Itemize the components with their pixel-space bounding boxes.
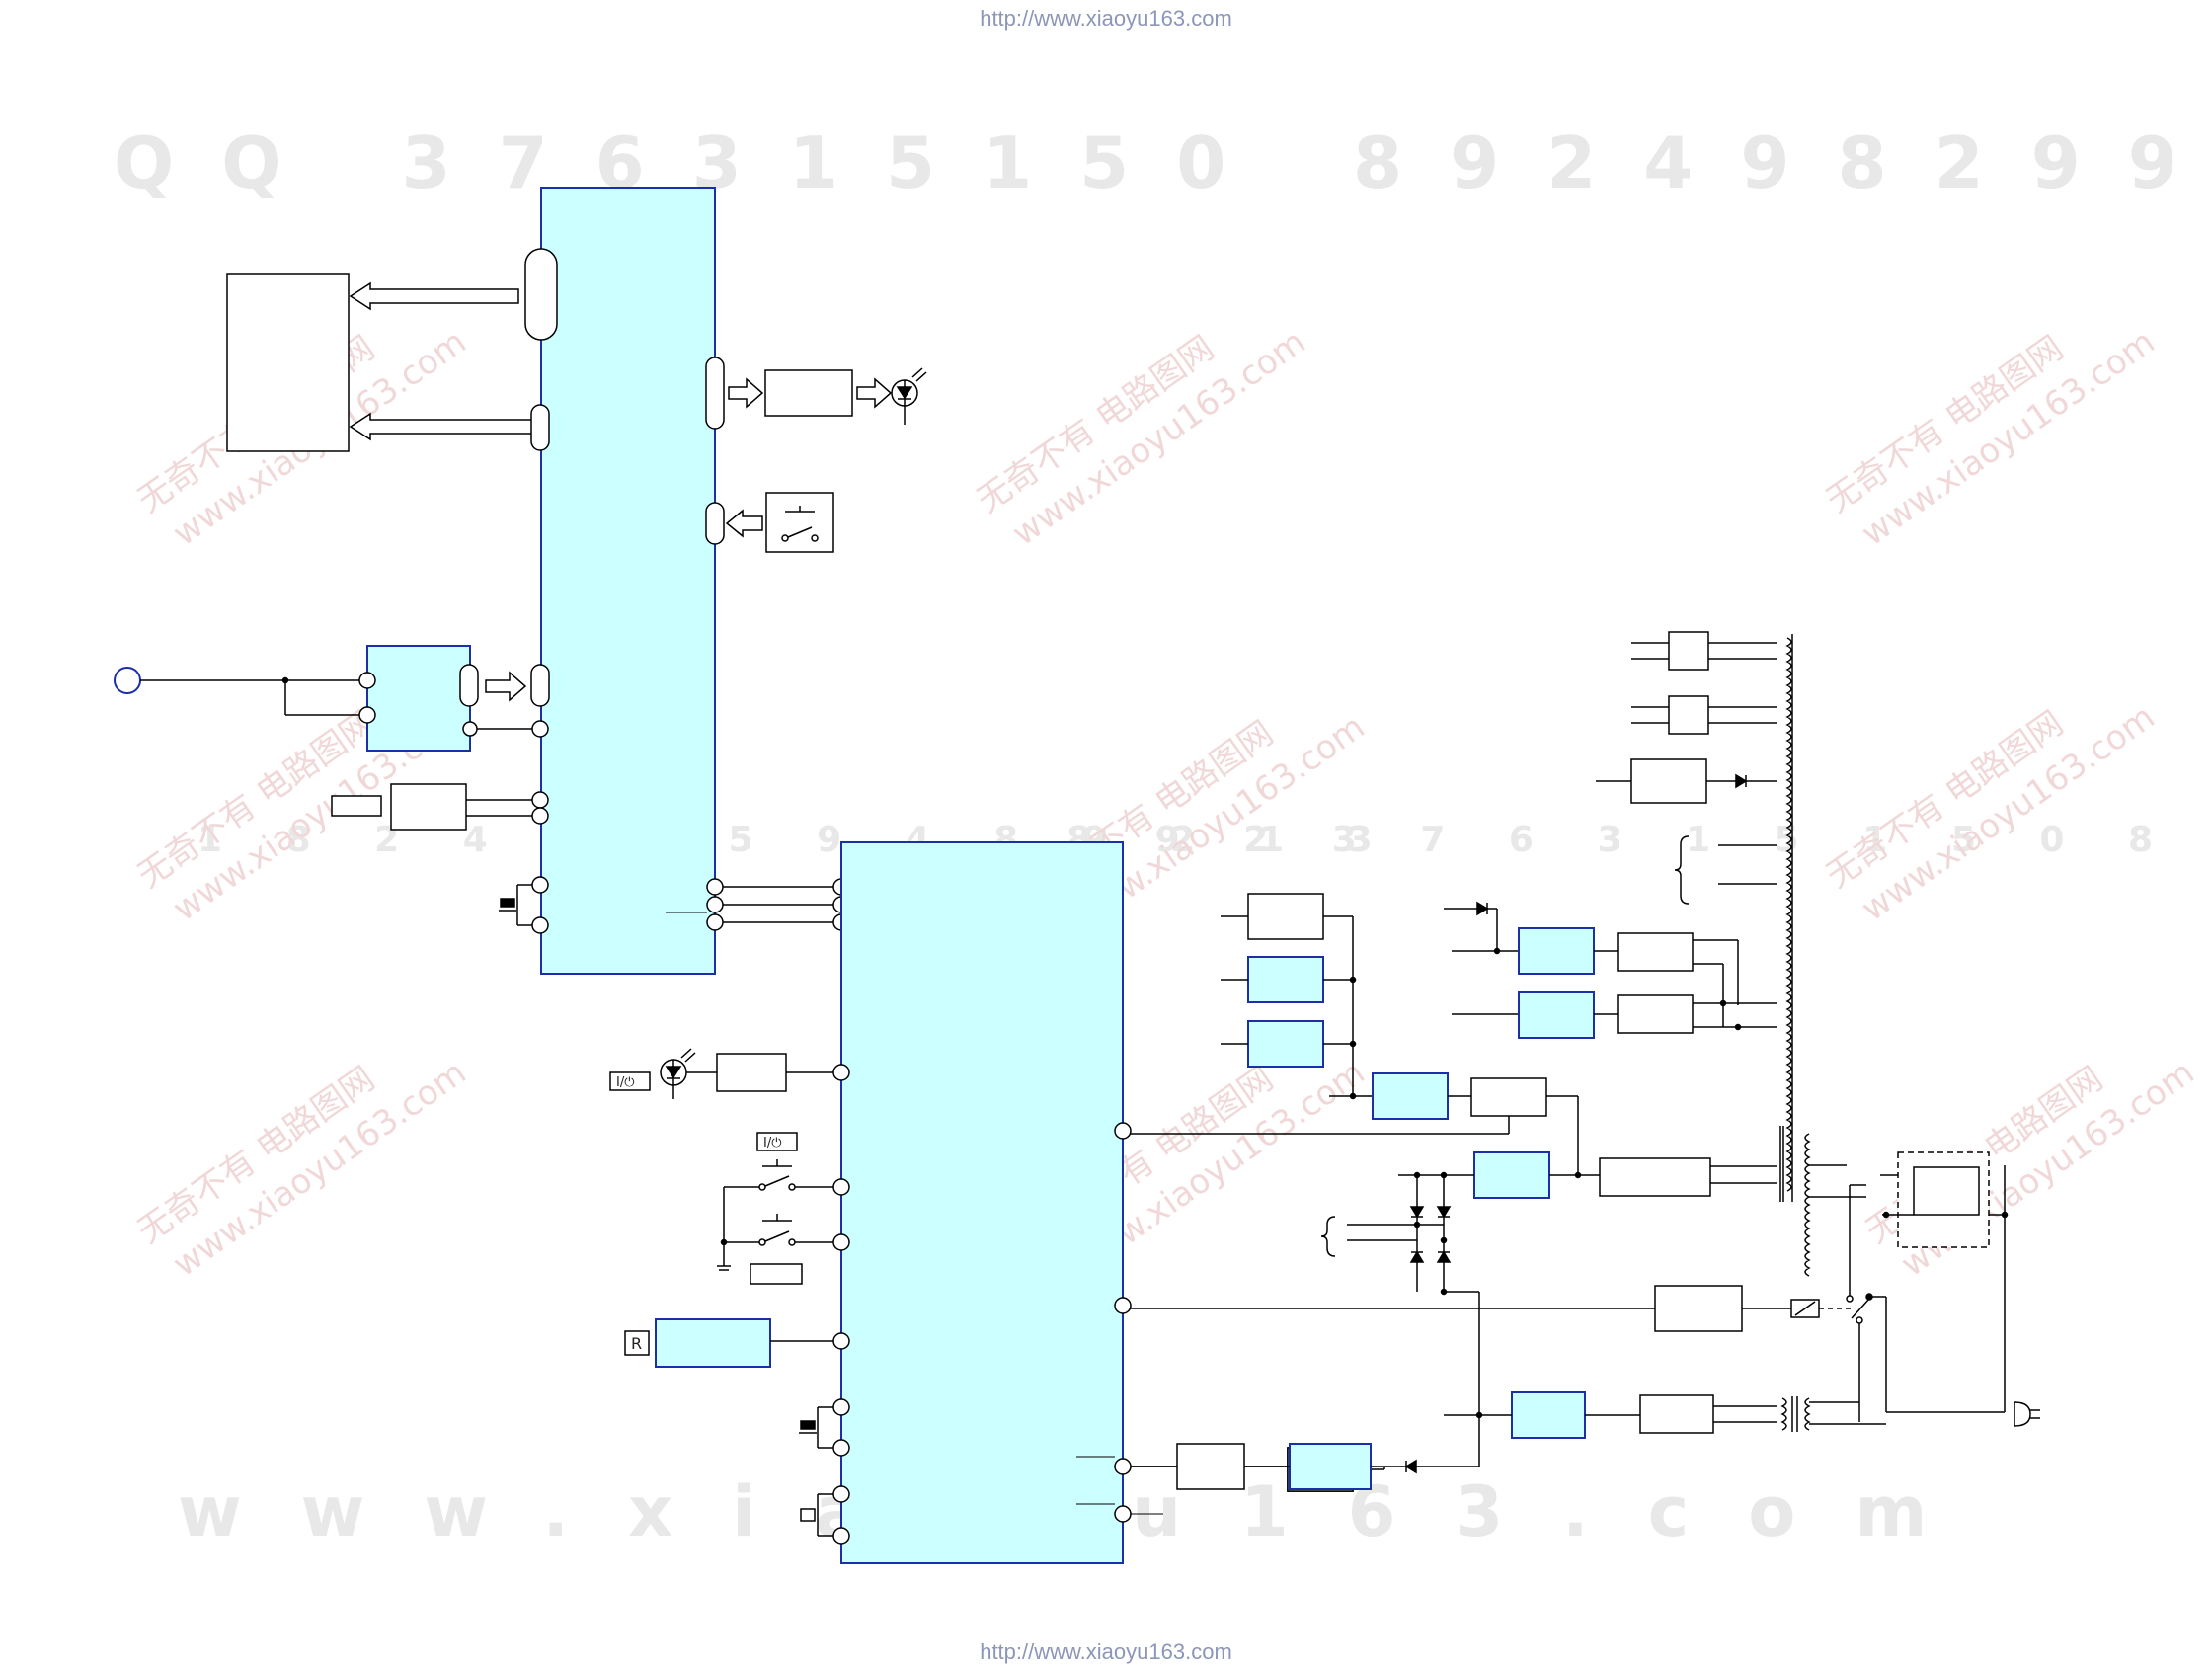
regulator-5: [1518, 927, 1595, 975]
main-transformer-secondary: [1779, 634, 1793, 1202]
watermark-diag-3: 无奇不有 电路图网 www.xiaoyu163.com: [1819, 322, 2162, 554]
bus-arrow-display-2: [349, 412, 534, 441]
regulator-6: [1518, 991, 1595, 1039]
watermark-diag-2: 无奇不有 电路图网 www.xiaoyu163.com: [970, 322, 1312, 554]
switch-transistor-1: [1470, 1077, 1547, 1117]
small-label-box-2: [750, 1263, 803, 1285]
small-regulator-1: [1668, 631, 1709, 671]
footer-url[interactable]: http://www.xiaoyu163.com: [980, 1639, 1232, 1664]
antenna-input[interactable]: [114, 667, 141, 694]
regulator-1: [1247, 893, 1324, 940]
power-key-label: I/⏻: [763, 1136, 782, 1150]
remote-sensor-symbol: [624, 1330, 650, 1356]
rectifier-block-2: [1617, 994, 1694, 1034]
regulator-7: [1473, 1151, 1550, 1199]
watermark-qq-number: 892498299: [1353, 121, 2212, 204]
bridge-rectifier: [1320, 1175, 1480, 1467]
header-url[interactable]: http://www.xiaoyu163.com: [980, 6, 1232, 31]
power-controller-ic: [840, 841, 1124, 1564]
port-group-4: [705, 502, 725, 545]
led-driver-block: [764, 369, 853, 417]
arrow-to-led-driver: [728, 377, 764, 409]
remote-label: R: [631, 1334, 642, 1353]
arrow-tuner-to-controller: [485, 671, 527, 702]
port-group-1: [524, 248, 558, 341]
power-block-3: [1630, 758, 1707, 804]
arrow-from-switch: [725, 509, 763, 538]
power-button-label: I/⏻: [616, 1075, 635, 1090]
regulator-3: [1247, 1020, 1324, 1068]
remote-receiver-ic: [655, 1318, 771, 1368]
regulator-4: [1372, 1072, 1449, 1120]
main-transformer-primary: [1804, 1133, 1866, 1277]
display-block: [226, 273, 350, 452]
ac-plug-icon: [1886, 1401, 2040, 1427]
reset-block: [1176, 1443, 1245, 1490]
relay-driver: [1654, 1285, 1743, 1332]
small-label-box-1: [331, 795, 382, 817]
arrow-to-led: [856, 377, 893, 409]
key-switch-block: [765, 492, 834, 553]
standby-transformer: [1780, 1396, 1886, 1432]
power-button-symbol[interactable]: [609, 1071, 651, 1091]
power-led-driver: [716, 1053, 787, 1092]
rectifier-block-1: [1617, 932, 1694, 972]
watermark-diag-7: 无奇不有 电路图网 www.xiaoyu163.com: [130, 1053, 473, 1285]
reset-ic: [1289, 1443, 1372, 1490]
regulator-2: [1247, 956, 1324, 1003]
port-group-3: [705, 357, 725, 430]
power-switch-block: [1599, 1157, 1711, 1197]
line-filter: [1913, 1166, 1980, 1216]
power-key-symbol[interactable]: [756, 1132, 798, 1151]
main-controller-ic: [540, 187, 716, 975]
watermark-mid-right: 8 9 2 3 7 6 3 1 5 1 5 0 8 9 2 4 9 8 2 9: [1066, 820, 2212, 860]
watermark-diag-6: 无奇不有 电路图网 www.xiaoyu163.com: [1819, 697, 2162, 929]
tuner-ic: [366, 645, 471, 752]
port-group-2: [530, 404, 550, 451]
eeprom-block: [390, 783, 467, 831]
standby-switch: [1639, 1394, 1714, 1434]
bus-arrow-display-1: [349, 281, 519, 311]
small-regulator-2: [1668, 695, 1709, 735]
standby-regulator: [1511, 1391, 1586, 1439]
